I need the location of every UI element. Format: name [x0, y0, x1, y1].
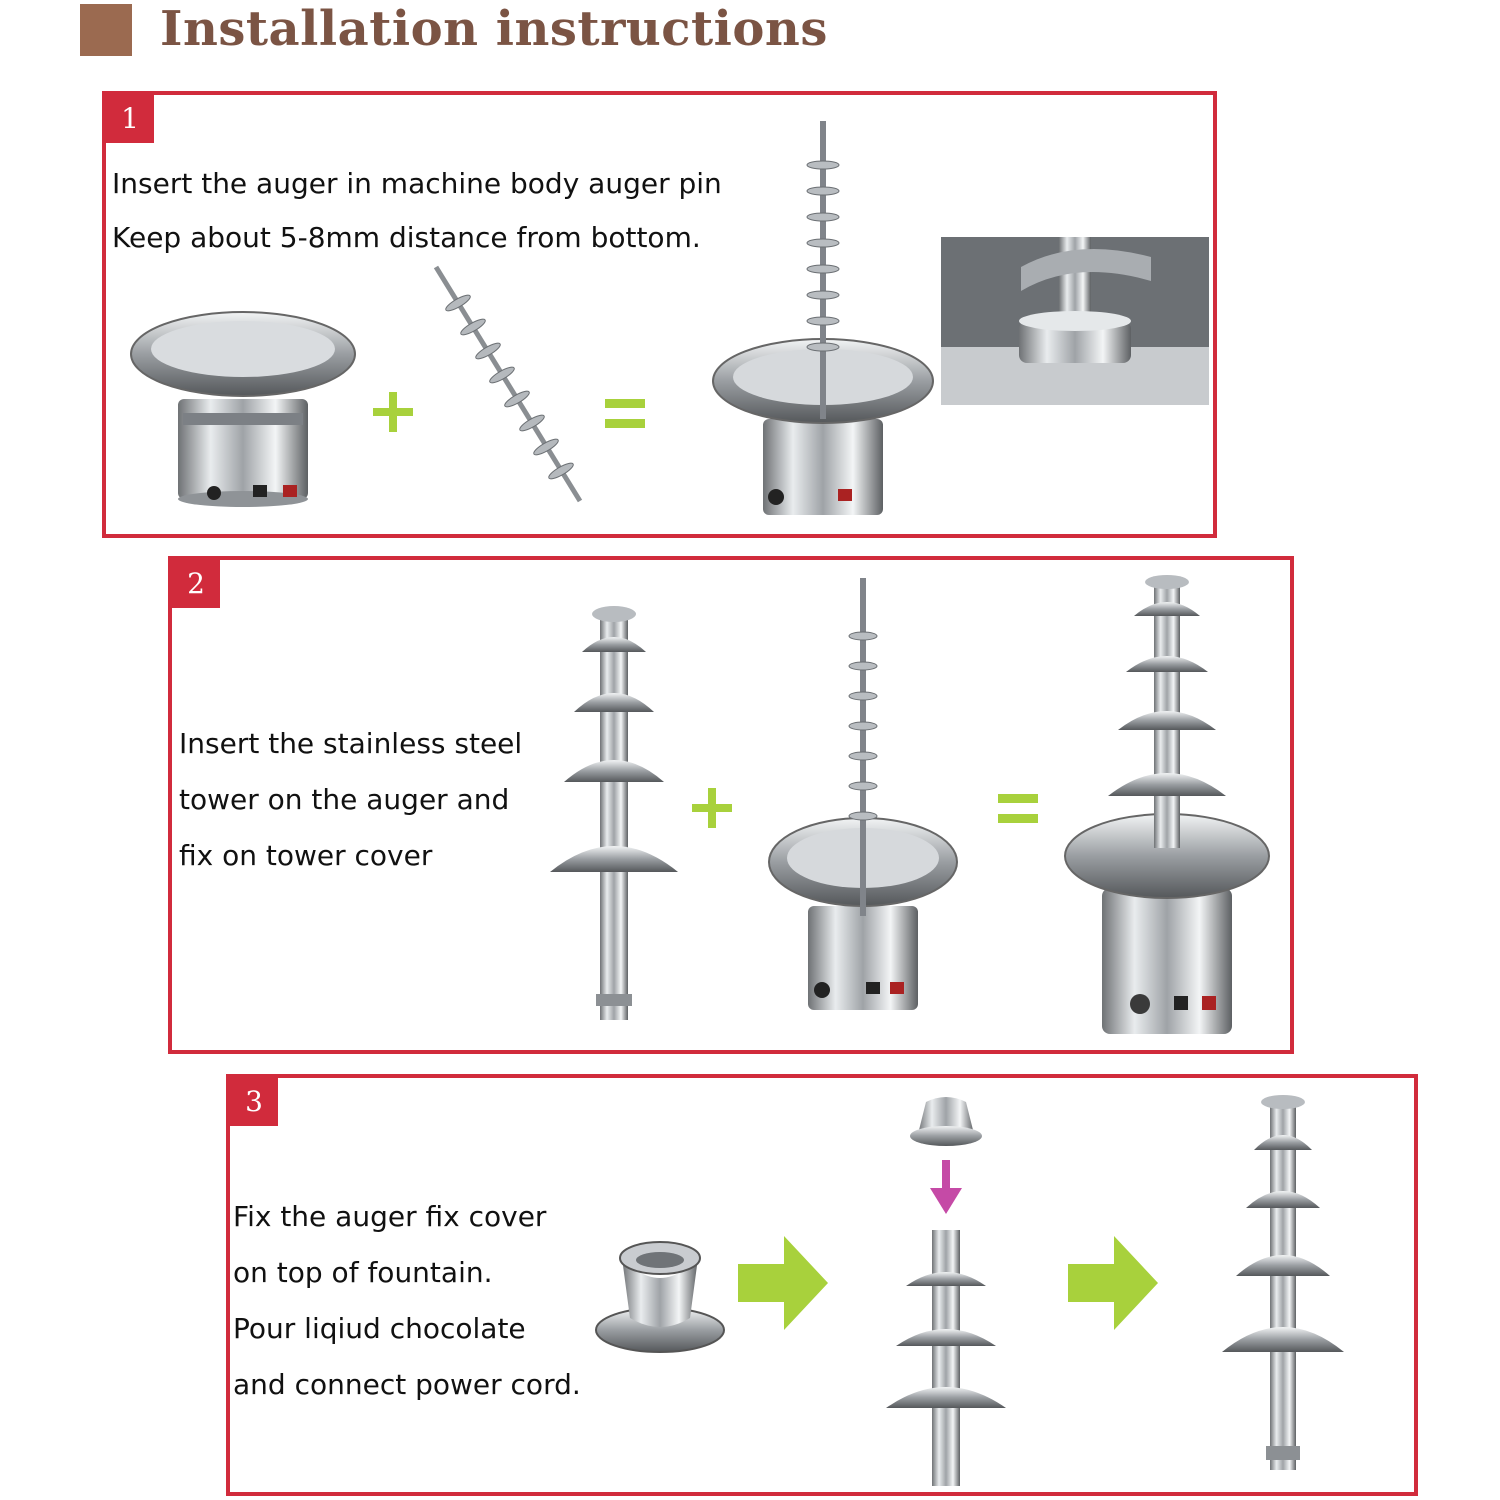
equals-icon — [996, 792, 1040, 826]
header-marker — [80, 4, 132, 56]
step-2-panel: 2 Insert the stainless steel tower on th… — [168, 556, 1294, 1054]
finished-tower-photo — [1218, 1090, 1348, 1474]
auger-base-closeup-photo — [941, 237, 1209, 405]
step-3-instructions: Fix the auger fix cover on top of founta… — [233, 1200, 581, 1401]
step-2-number: 2 — [172, 560, 220, 608]
step-2-instructions: Insert the stainless steel tower on the … — [179, 727, 523, 872]
machine-with-auger-photo — [766, 576, 960, 1016]
cover-above-tower-photo — [882, 1090, 1010, 1490]
assembled-auger-photo — [708, 119, 938, 523]
arrow-right-icon — [736, 1234, 830, 1332]
page-title: Installation instructions — [160, 1, 828, 57]
plus-icon — [371, 390, 415, 434]
plus-icon — [690, 786, 734, 830]
step-1-instructions: Insert the auger in machine body auger p… — [112, 167, 722, 254]
equals-icon — [603, 397, 647, 431]
auger-fix-cover-photo — [592, 1218, 728, 1354]
step-3-number: 3 — [230, 1078, 278, 1126]
step-3-panel: 3 Fix the auger fix cover on top of foun… — [226, 1074, 1418, 1496]
auger-photo — [428, 263, 588, 505]
machine-body-photo — [128, 309, 360, 509]
assembled-fountain-photo — [1062, 572, 1272, 1042]
arrow-right-icon — [1066, 1234, 1160, 1332]
step-1-panel: 1 Insert the auger in machine body auger… — [102, 91, 1217, 538]
step-1-number: 1 — [106, 95, 154, 143]
steel-tower-photo — [544, 602, 684, 1022]
